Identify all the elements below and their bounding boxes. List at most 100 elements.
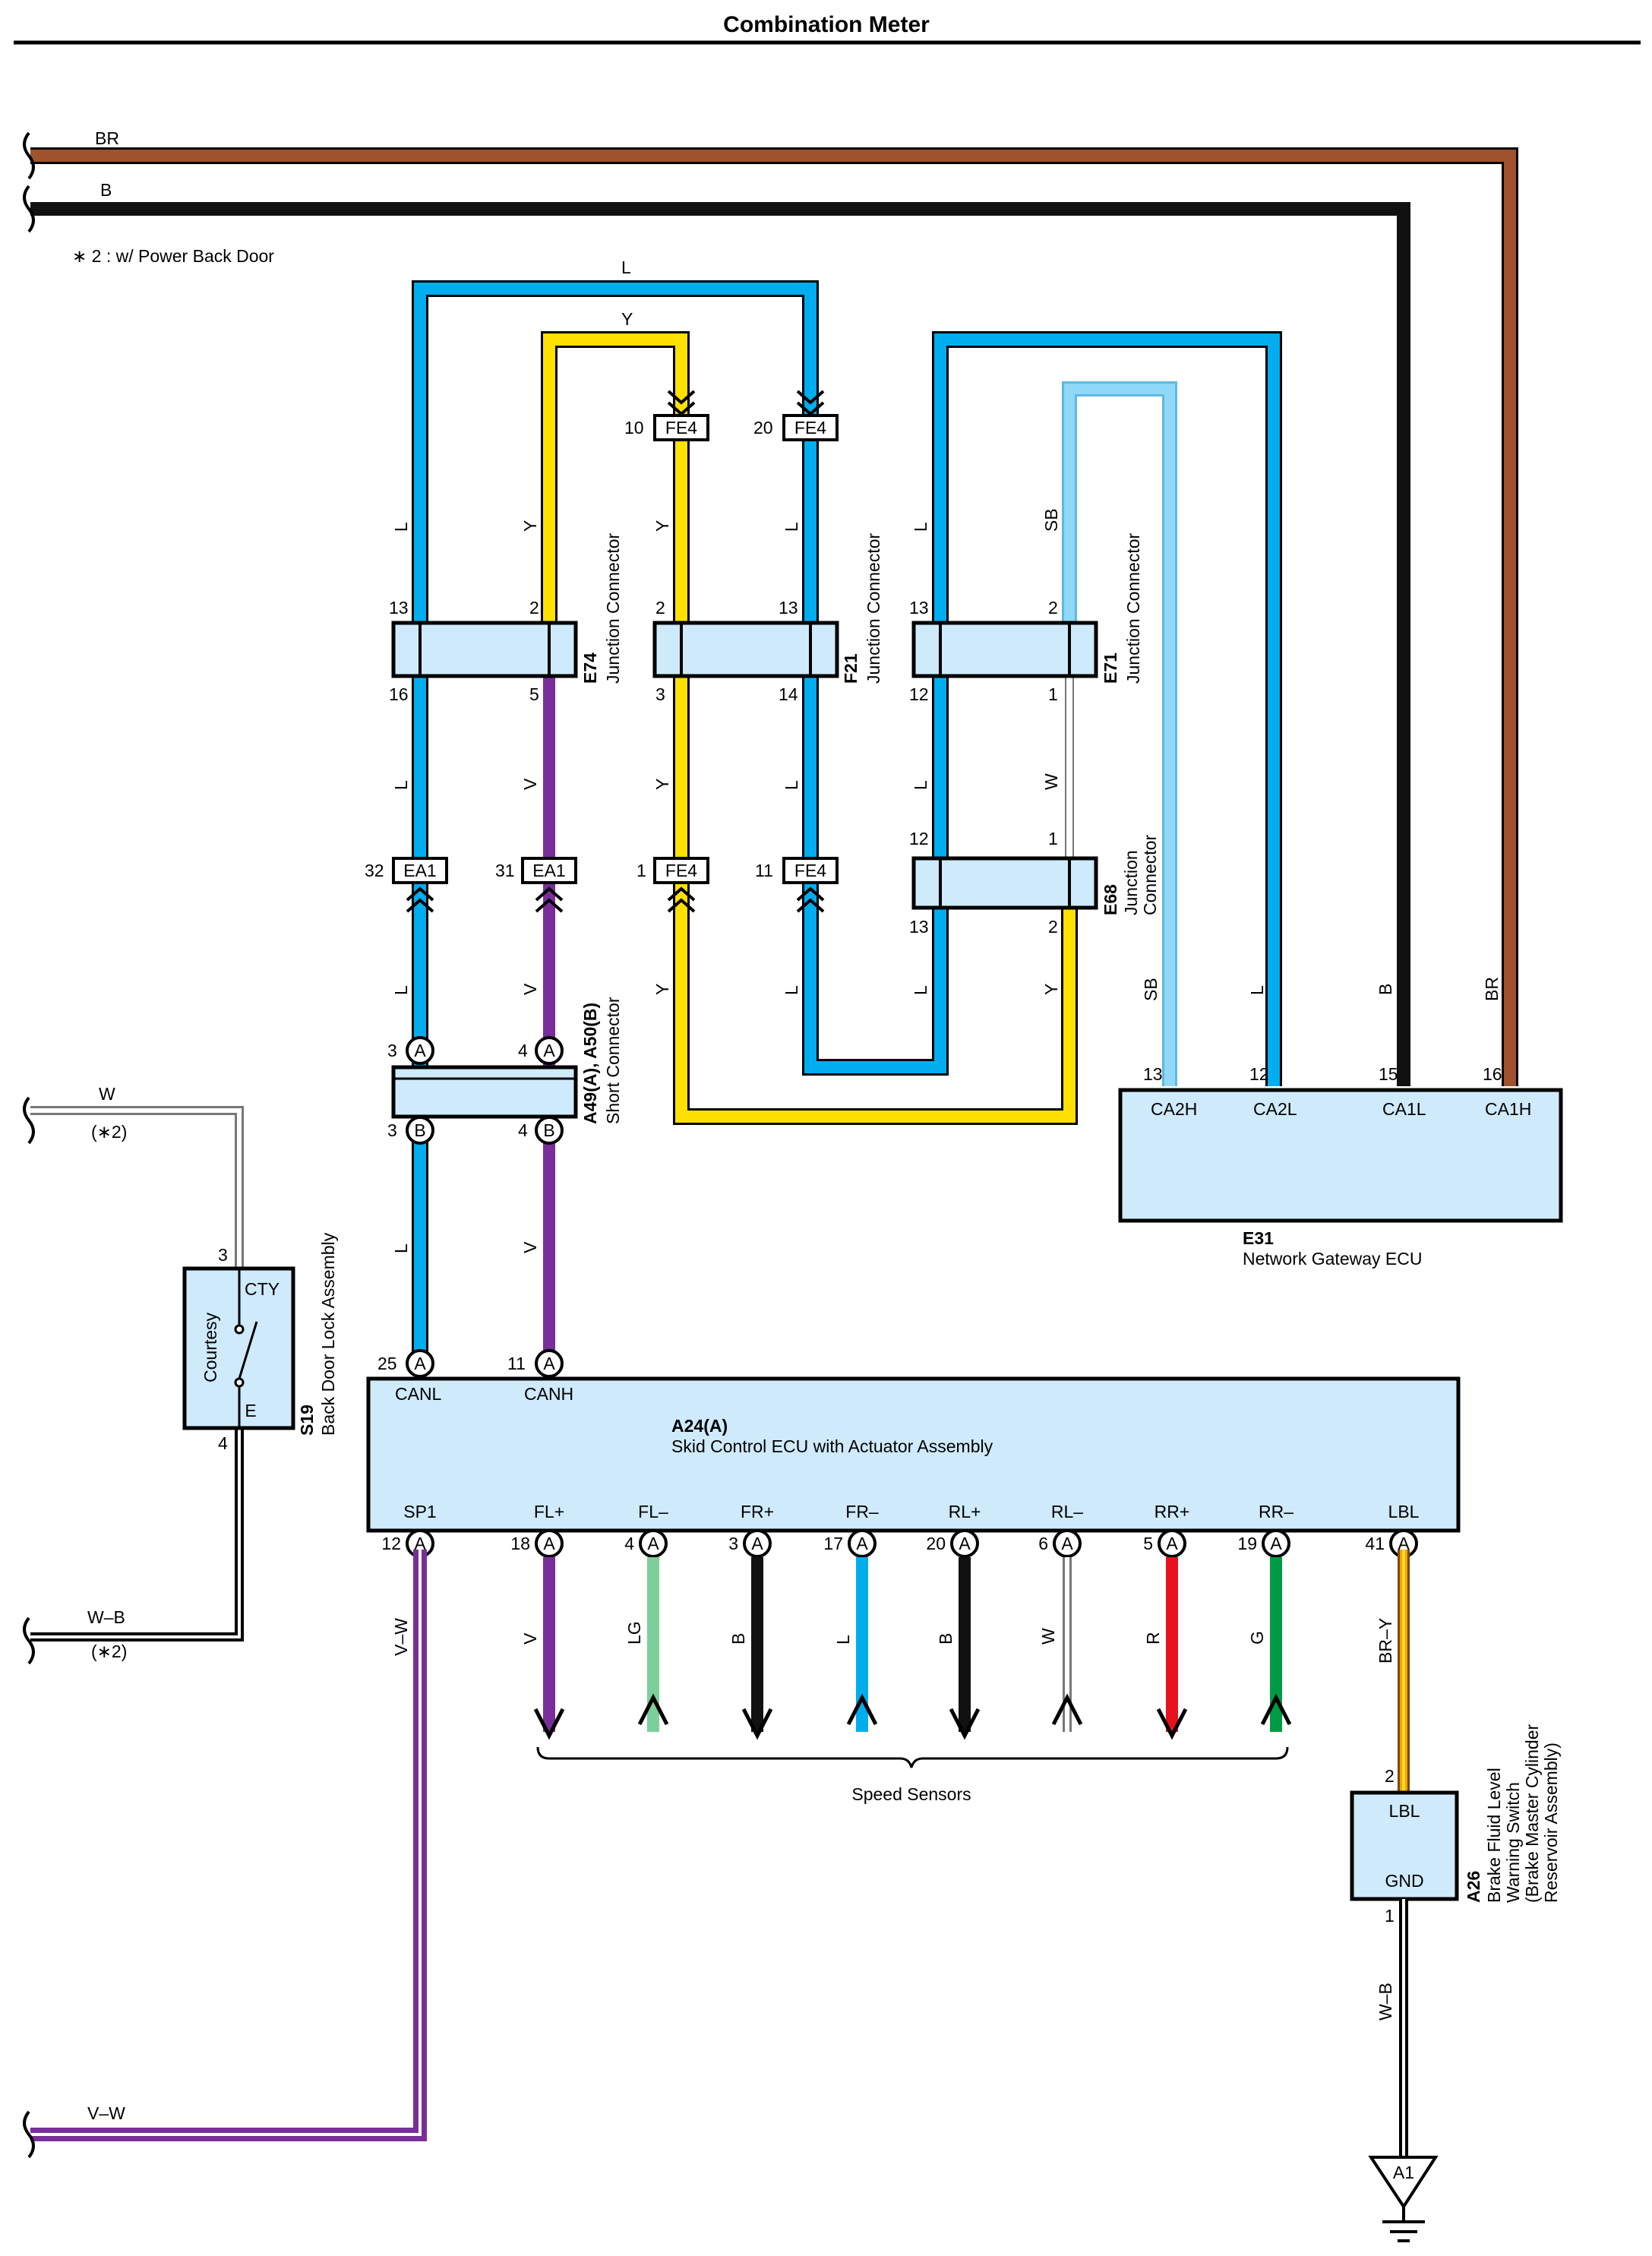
a24-pin-num: 5 bbox=[1143, 1534, 1153, 1553]
svg-text:L: L bbox=[782, 522, 801, 532]
a24-pin-label: FL– bbox=[638, 1502, 668, 1521]
a26-label: Reservoir Assembly) bbox=[1541, 1743, 1561, 1903]
a24-pin-label: RL+ bbox=[949, 1502, 981, 1521]
svg-text:W: W bbox=[1041, 773, 1061, 790]
a24-ref: A24(A) bbox=[671, 1416, 728, 1436]
a24-pin-circle bbox=[950, 1529, 979, 1558]
e31-label: Network Gateway ECU bbox=[1243, 1249, 1422, 1269]
wire-label-b: B bbox=[100, 180, 112, 200]
pin-num: 12 bbox=[909, 829, 929, 848]
e71-label: Junction Connector bbox=[1123, 532, 1143, 684]
speed-sensor-wire-6: W bbox=[1038, 1557, 1083, 1732]
e31-pin-ca1l: CA1L bbox=[1382, 1099, 1426, 1119]
speed-sensor-wire-label: LG bbox=[624, 1621, 644, 1645]
ea1-label: EA1 bbox=[532, 861, 565, 880]
a24-pin-circle bbox=[848, 1529, 877, 1558]
svg-text:L: L bbox=[911, 522, 930, 532]
e68-label: Junction bbox=[1121, 850, 1141, 915]
svg-text:L: L bbox=[391, 780, 411, 790]
speed-sensor-wire-label: L bbox=[833, 1635, 853, 1645]
fe4-label: FE4 bbox=[794, 861, 826, 880]
wire-label-bry: BR–Y bbox=[1376, 1618, 1395, 1664]
svg-text:A1: A1 bbox=[1393, 2163, 1414, 2182]
fe4-label: FE4 bbox=[665, 861, 697, 880]
a24-pin-letter: A bbox=[959, 1534, 971, 1553]
a24-top-pins: A A 25 11 CANL CANH bbox=[377, 1349, 573, 1404]
svg-text:A: A bbox=[414, 1041, 426, 1060]
f21-label: Junction Connector bbox=[864, 532, 883, 684]
speed-sensor-wire-3: B bbox=[728, 1557, 773, 1740]
fe4-label: FE4 bbox=[794, 418, 826, 438]
a24-pin-letter: A bbox=[1166, 1534, 1178, 1553]
wire-br-top bbox=[30, 147, 1518, 1086]
svg-text:Y: Y bbox=[652, 520, 672, 532]
wire-label-y: Y bbox=[621, 309, 633, 329]
e74-ref: E74 bbox=[580, 652, 600, 684]
fe4-connector: FE4 11 bbox=[755, 857, 839, 913]
a24-pin-letter: A bbox=[1061, 1534, 1073, 1553]
a24-pin-circle bbox=[639, 1529, 668, 1558]
a24-pin-num: 19 bbox=[1237, 1534, 1257, 1553]
s19-label: Back Door Lock Assembly bbox=[318, 1232, 338, 1436]
speed-sensor-wire-7: R bbox=[1143, 1557, 1188, 1740]
pin-num: 2 bbox=[1048, 598, 1058, 618]
s19-pin-cty: CTY bbox=[245, 1279, 280, 1299]
svg-text:V: V bbox=[520, 983, 540, 995]
wire-label-wb: W–B bbox=[1376, 1983, 1395, 2021]
a24-pin-num: 4 bbox=[624, 1534, 634, 1553]
svg-text:3: 3 bbox=[387, 1120, 397, 1140]
svg-text:A: A bbox=[543, 1354, 555, 1373]
svg-text:25: 25 bbox=[377, 1354, 397, 1373]
speed-sensor-wire-label: B bbox=[728, 1633, 748, 1645]
pin-num: 1 bbox=[1048, 684, 1058, 704]
s19-ref: S19 bbox=[297, 1404, 317, 1436]
svg-text:L: L bbox=[391, 985, 411, 995]
svg-text:V: V bbox=[520, 1241, 540, 1253]
svg-text:V: V bbox=[520, 778, 540, 790]
wire-l-top-loop bbox=[412, 280, 819, 623]
pin-num: 5 bbox=[529, 684, 539, 704]
pin-num: 3 bbox=[218, 1245, 228, 1265]
e31-pin-ca2l: CA2L bbox=[1253, 1099, 1297, 1119]
svg-text:4: 4 bbox=[518, 1041, 528, 1060]
pin-num: 12 bbox=[909, 684, 929, 704]
pin-num: 4 bbox=[218, 1433, 228, 1453]
wire-sb bbox=[1062, 381, 1177, 1086]
break-mark-icon bbox=[23, 131, 35, 180]
pin-num: 12 bbox=[1249, 1064, 1269, 1084]
pin-num: 13 bbox=[779, 598, 798, 618]
pin-num: 16 bbox=[389, 684, 409, 704]
svg-text:B: B bbox=[414, 1120, 425, 1140]
a24-pin-letter: A bbox=[1270, 1534, 1282, 1553]
a24-pin-label: LBL bbox=[1388, 1502, 1420, 1521]
svg-text:CANH: CANH bbox=[524, 1384, 573, 1404]
pin-num: 1 bbox=[636, 861, 646, 880]
svg-text:L: L bbox=[911, 780, 930, 790]
e31-pin-ca2h: CA2H bbox=[1151, 1099, 1197, 1119]
a24-pin-num: 12 bbox=[381, 1534, 401, 1553]
pin-num: 1 bbox=[1048, 829, 1058, 848]
a24-pin-circle bbox=[743, 1529, 772, 1558]
wire-label-wb: W–B bbox=[87, 1607, 125, 1627]
ea1-connector: EA1 32 bbox=[365, 857, 448, 913]
a26-label: Brake Fluid Level bbox=[1484, 1768, 1504, 1903]
break-mark-icon bbox=[23, 185, 35, 233]
a24-pin-letter: A bbox=[856, 1534, 868, 1553]
e71-ref: E71 bbox=[1101, 652, 1120, 684]
wire-y-f21 bbox=[673, 433, 1078, 1125]
wire-wb-s19 bbox=[30, 1428, 244, 1641]
pin-num: 14 bbox=[779, 684, 798, 704]
break-mark-icon bbox=[23, 2110, 35, 2159]
a24-pin-circle bbox=[1262, 1529, 1290, 1558]
wire-label-sb: SB bbox=[1141, 978, 1161, 1001]
pin-num: 10 bbox=[624, 418, 644, 438]
pin-num: 1 bbox=[1385, 1906, 1395, 1926]
wire-label-b: B bbox=[1376, 984, 1395, 995]
pin-num: 2 bbox=[1385, 1766, 1395, 1786]
a24-pin-num: 18 bbox=[510, 1534, 530, 1553]
a24-pin-letter: A bbox=[647, 1534, 659, 1553]
a24-pin-label: RR+ bbox=[1155, 1502, 1190, 1521]
diagram-title: Combination Meter bbox=[723, 12, 930, 37]
svg-text:11: 11 bbox=[507, 1354, 526, 1373]
wire-vw-sp1 bbox=[30, 1550, 427, 2141]
